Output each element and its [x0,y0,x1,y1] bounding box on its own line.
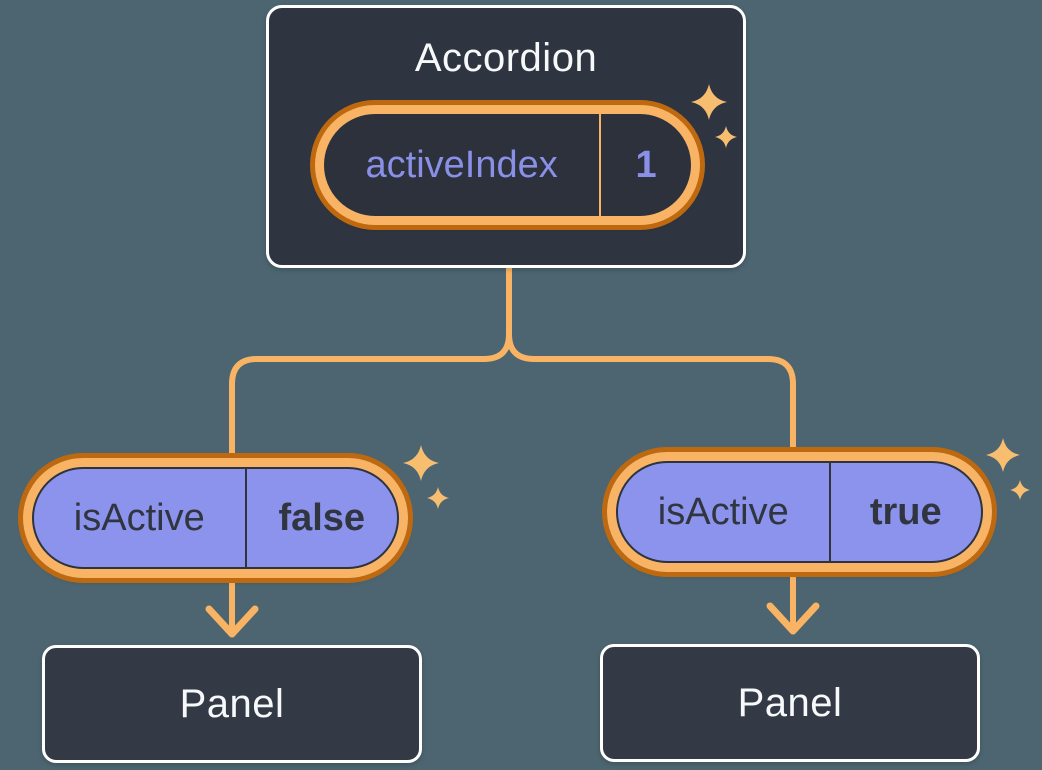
prop-pill-left: isActive false [23,458,408,578]
state-name: activeIndex [365,143,558,186]
pill-divider [828,463,831,561]
accordion-title: Accordion [414,36,598,80]
sparkles-icon [986,438,1042,508]
panel-label: Panel [737,680,843,725]
panel-label: Panel [179,681,285,726]
panel-box-right: Panel [600,644,980,762]
pill-divider [244,469,247,567]
state-value: 1 [635,143,657,186]
state-pill: activeIndex 1 [315,105,700,225]
prop-name: isActive [657,490,789,533]
panel-box-left: Panel [42,645,422,763]
arrow-down-icon [205,605,259,638]
prop-value: false [278,496,366,539]
arrow-down-icon [766,602,820,635]
pill-divider [599,114,602,216]
branch-right-line [506,263,796,634]
prop-name: isActive [73,496,205,539]
sparkles-icon [403,445,463,515]
prop-pill-right: isActive true [607,452,992,572]
sparkles-icon [691,84,751,154]
prop-value: true [869,490,942,533]
